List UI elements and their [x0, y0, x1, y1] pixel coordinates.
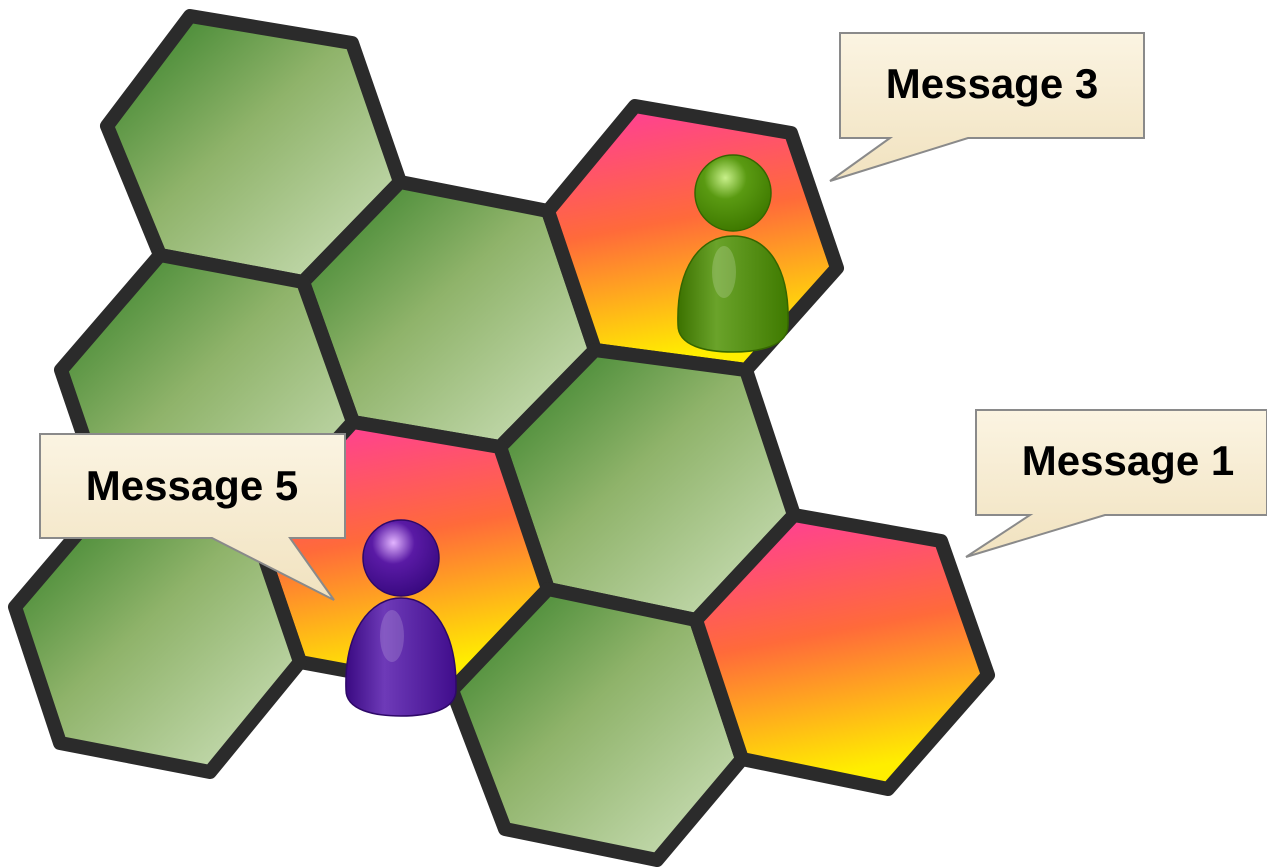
callout-message-5: Message 5 [39, 433, 346, 601]
callout-message-5-label: Message 5 [86, 462, 298, 509]
callout-message-1-label: Message 1 [1022, 437, 1234, 484]
person-icon-green-pawn [677, 154, 789, 353]
tile-right [689, 508, 995, 796]
callout-message-3: Message 3 [829, 32, 1145, 182]
person-icon-purple-pawn [345, 519, 457, 717]
callout-message-1: Message 1 [965, 409, 1267, 558]
callout-message-3-label: Message 3 [886, 60, 1098, 107]
